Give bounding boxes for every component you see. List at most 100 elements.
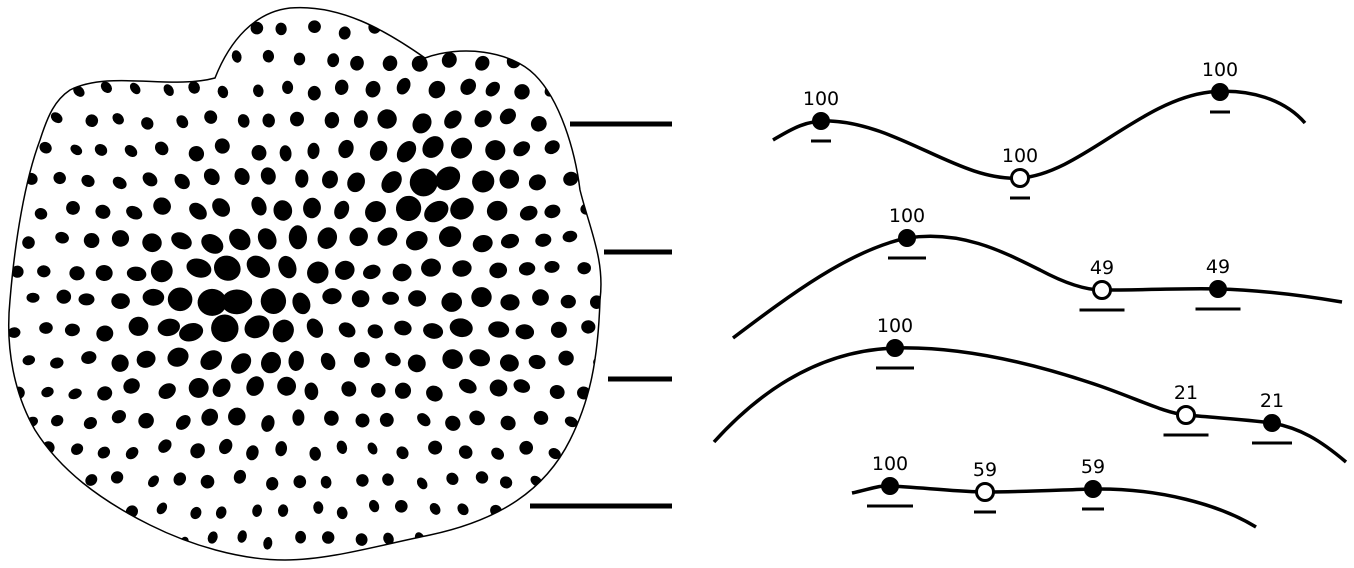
surface-dot <box>19 535 37 553</box>
surface-dot <box>37 21 53 37</box>
surface-dot <box>605 201 621 217</box>
surface-dot <box>246 561 260 568</box>
surface-dot <box>354 0 366 6</box>
surface-dot <box>513 18 530 35</box>
surface-dot <box>0 0 8 8</box>
surface-dot <box>503 532 520 549</box>
surface-dot <box>217 563 230 568</box>
surface-dot <box>111 293 130 309</box>
surface-dot <box>123 561 138 568</box>
surface-dot <box>427 562 442 568</box>
surface-dot <box>201 48 217 64</box>
profile-curve <box>714 348 1346 462</box>
filled-point-marker <box>882 478 899 495</box>
surface-dot <box>20 0 36 8</box>
surface-dot <box>0 417 11 431</box>
surface-dot <box>490 19 506 35</box>
filled-point-marker <box>887 340 904 357</box>
surface-dot <box>143 50 160 67</box>
surface-dot <box>48 469 65 486</box>
surface-dot <box>70 503 88 521</box>
surface-dot <box>141 0 155 9</box>
surface-dot <box>594 54 611 70</box>
surface-dot <box>95 23 112 40</box>
surface-dot <box>184 21 198 37</box>
surface-dot <box>561 295 576 308</box>
profile-curve <box>733 236 1342 338</box>
surface-dot <box>297 0 307 4</box>
surface-dot <box>469 527 486 544</box>
surface-dot <box>79 52 95 68</box>
surface-dot <box>65 24 80 40</box>
surface-dot <box>517 561 533 568</box>
surface-dot <box>550 25 566 41</box>
surface-dot <box>513 500 530 517</box>
surface-dot <box>385 0 399 6</box>
surface-dot <box>458 24 475 42</box>
surface-dot <box>53 48 69 64</box>
surface-dot <box>423 22 441 41</box>
surface-dot <box>606 80 623 96</box>
surface-dot <box>574 563 590 568</box>
surface-dot <box>446 0 461 8</box>
surface-dot <box>95 503 111 519</box>
filled-point-marker <box>1085 481 1102 498</box>
surface-dot <box>79 293 95 305</box>
surface-dot <box>0 116 11 131</box>
surface-dot <box>595 0 611 7</box>
surface-dot <box>27 293 40 303</box>
surface-dot <box>443 534 459 550</box>
surface-dot <box>531 536 547 552</box>
profile-curve <box>773 91 1305 178</box>
surface-dot <box>400 559 414 568</box>
surface-dot <box>9 503 26 520</box>
point-value-label: 21 <box>1260 390 1284 412</box>
profile-2: 1004949 <box>733 205 1342 338</box>
profile-4: 1005959 <box>852 453 1256 527</box>
open-point-marker <box>1094 282 1111 299</box>
point-value-label: 59 <box>973 459 997 481</box>
surface-dot <box>595 415 610 429</box>
surface-dot <box>187 559 200 568</box>
surface-dot <box>578 442 595 458</box>
surface-dot <box>130 25 147 42</box>
filled-point-marker <box>1210 281 1227 298</box>
surface-dot <box>230 0 245 7</box>
open-point-marker <box>1012 170 1029 187</box>
surface-dot <box>335 563 348 568</box>
surface-dot <box>609 442 625 457</box>
surface-dot <box>83 528 99 545</box>
profile-3: 100 21 21 <box>714 315 1346 462</box>
surface-dot <box>575 79 592 96</box>
point-value-label: 100 <box>877 315 913 337</box>
point-value-label: 59 <box>1081 456 1105 478</box>
surface-dot <box>174 53 189 69</box>
point-value-label: 21 <box>1174 382 1198 404</box>
surface-dot <box>604 261 618 275</box>
surface-dot <box>308 562 318 568</box>
surface-dot <box>5 140 21 156</box>
surface-dot <box>0 354 9 369</box>
surface-dot <box>577 18 593 34</box>
surface-dot <box>168 287 193 311</box>
surface-dot <box>4 204 19 217</box>
surface-dot <box>472 0 489 8</box>
surface-dot <box>145 533 160 549</box>
surface-dot <box>0 172 8 188</box>
surface-dot <box>215 21 230 36</box>
surface-dot <box>6 85 23 102</box>
point-value-label: 100 <box>1002 145 1038 167</box>
surface-dot <box>174 0 188 8</box>
surface-dot <box>33 81 50 97</box>
surface-dot <box>530 47 549 66</box>
surface-dot <box>596 473 613 489</box>
profile-1: 100100100 <box>773 59 1305 198</box>
filled-point-marker <box>899 230 916 247</box>
surface-dot <box>589 532 604 547</box>
surface-dot <box>158 562 175 568</box>
surface-dot <box>159 23 174 39</box>
surface-dot <box>294 53 305 66</box>
filled-point-marker <box>1264 415 1281 432</box>
surface-dot <box>198 0 214 11</box>
